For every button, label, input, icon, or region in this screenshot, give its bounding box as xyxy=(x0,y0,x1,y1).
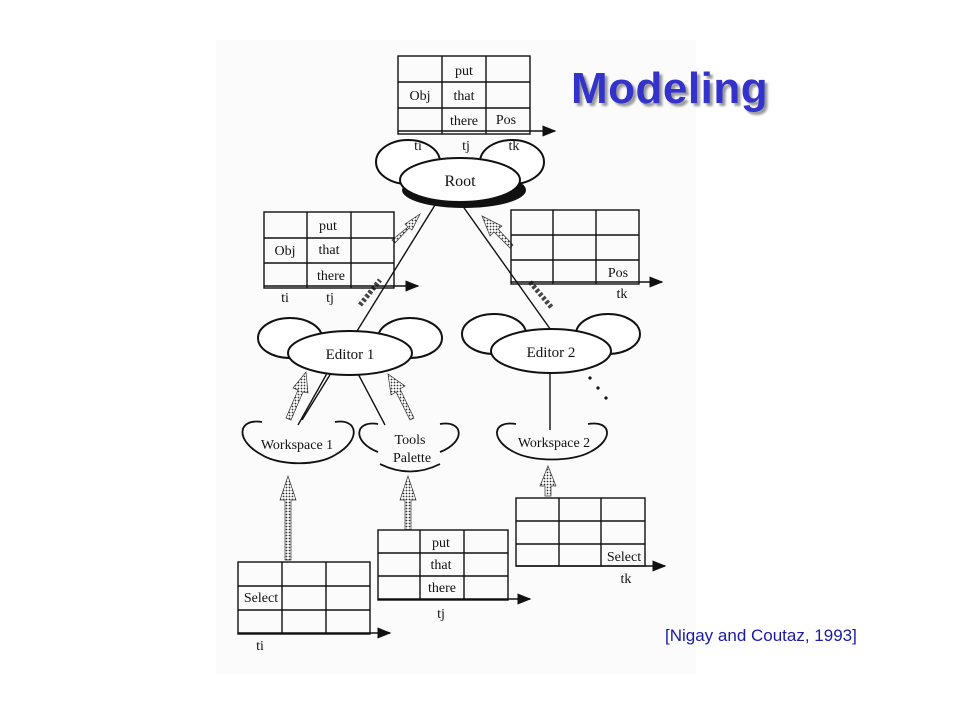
workspace1-agent xyxy=(241,420,355,465)
editor2-melting-pot-table: Pos tk xyxy=(510,209,664,302)
cell: that xyxy=(319,243,340,258)
dotted-arrow-to-root-left xyxy=(391,212,421,244)
dotted-arrow-to-root-right xyxy=(481,215,514,249)
cell: put xyxy=(319,219,337,234)
cell: Pos xyxy=(496,113,516,128)
tools-melting-pot-table: put that there tj xyxy=(377,529,532,622)
editor2-label: Editor 2 xyxy=(527,345,576,361)
editor2-node xyxy=(490,328,612,374)
workspace2-agent xyxy=(496,422,608,461)
time-label: ti xyxy=(281,291,289,306)
cell: there xyxy=(317,269,345,284)
editor1-melting-pot-table: put Obj that there ti tj xyxy=(263,211,420,306)
editor2-agent xyxy=(461,313,641,374)
cell: put xyxy=(432,536,450,551)
cell: that xyxy=(431,558,452,573)
workspace2-label: Workspace 2 xyxy=(518,436,590,451)
ellipsis-dots xyxy=(588,376,608,400)
editor1-label: Editor 1 xyxy=(326,347,375,363)
citation: [Nigay and Coutaz, 1993] xyxy=(665,626,857,645)
dotted-arrow-to-tools xyxy=(399,474,417,531)
cell: Obj xyxy=(410,89,431,104)
time-label: tk xyxy=(509,139,520,154)
hierarchy-links xyxy=(297,204,559,430)
tools-palette-agent xyxy=(358,422,460,473)
dotted-arrow-to-editor1-right xyxy=(387,373,415,421)
event-arrows xyxy=(279,212,557,561)
cell: that xyxy=(454,89,475,104)
root-agent xyxy=(375,139,545,208)
dotted-arrow-to-editor1-left xyxy=(285,371,309,421)
cell: Select xyxy=(244,591,278,606)
time-label: tj xyxy=(326,291,334,306)
time-label: tk xyxy=(621,572,632,587)
dotted-arrow-to-workspace1 xyxy=(279,474,297,561)
tools-label-line2: Palette xyxy=(393,451,431,466)
cell: Select xyxy=(607,550,641,565)
editor1-agent xyxy=(257,317,443,376)
workspace1-label: Workspace 1 xyxy=(261,438,333,453)
time-label: ti xyxy=(414,139,422,154)
tools-label-line1: Tools xyxy=(395,433,426,448)
cell: Pos xyxy=(608,266,628,281)
cell: Obj xyxy=(275,244,296,259)
time-label: tk xyxy=(617,287,628,302)
workspace1-melting-pot-table: Select ti xyxy=(237,561,392,654)
time-label: ti xyxy=(256,639,264,654)
root-melting-pot-table: put Obj that there Pos ti tj tk xyxy=(397,55,557,154)
slide-title: Modeling xyxy=(571,64,769,113)
cell: put xyxy=(455,64,473,79)
dotted-arrow-to-workspace2 xyxy=(539,465,557,497)
cell: there xyxy=(428,581,456,596)
root-label: Root xyxy=(444,173,476,190)
time-label: tj xyxy=(437,607,445,622)
cell: there xyxy=(450,114,478,129)
workspace2-melting-pot-table: Select tk xyxy=(515,497,667,587)
time-label: tj xyxy=(462,139,470,154)
editor1-node xyxy=(287,330,413,376)
root-node xyxy=(399,157,521,203)
